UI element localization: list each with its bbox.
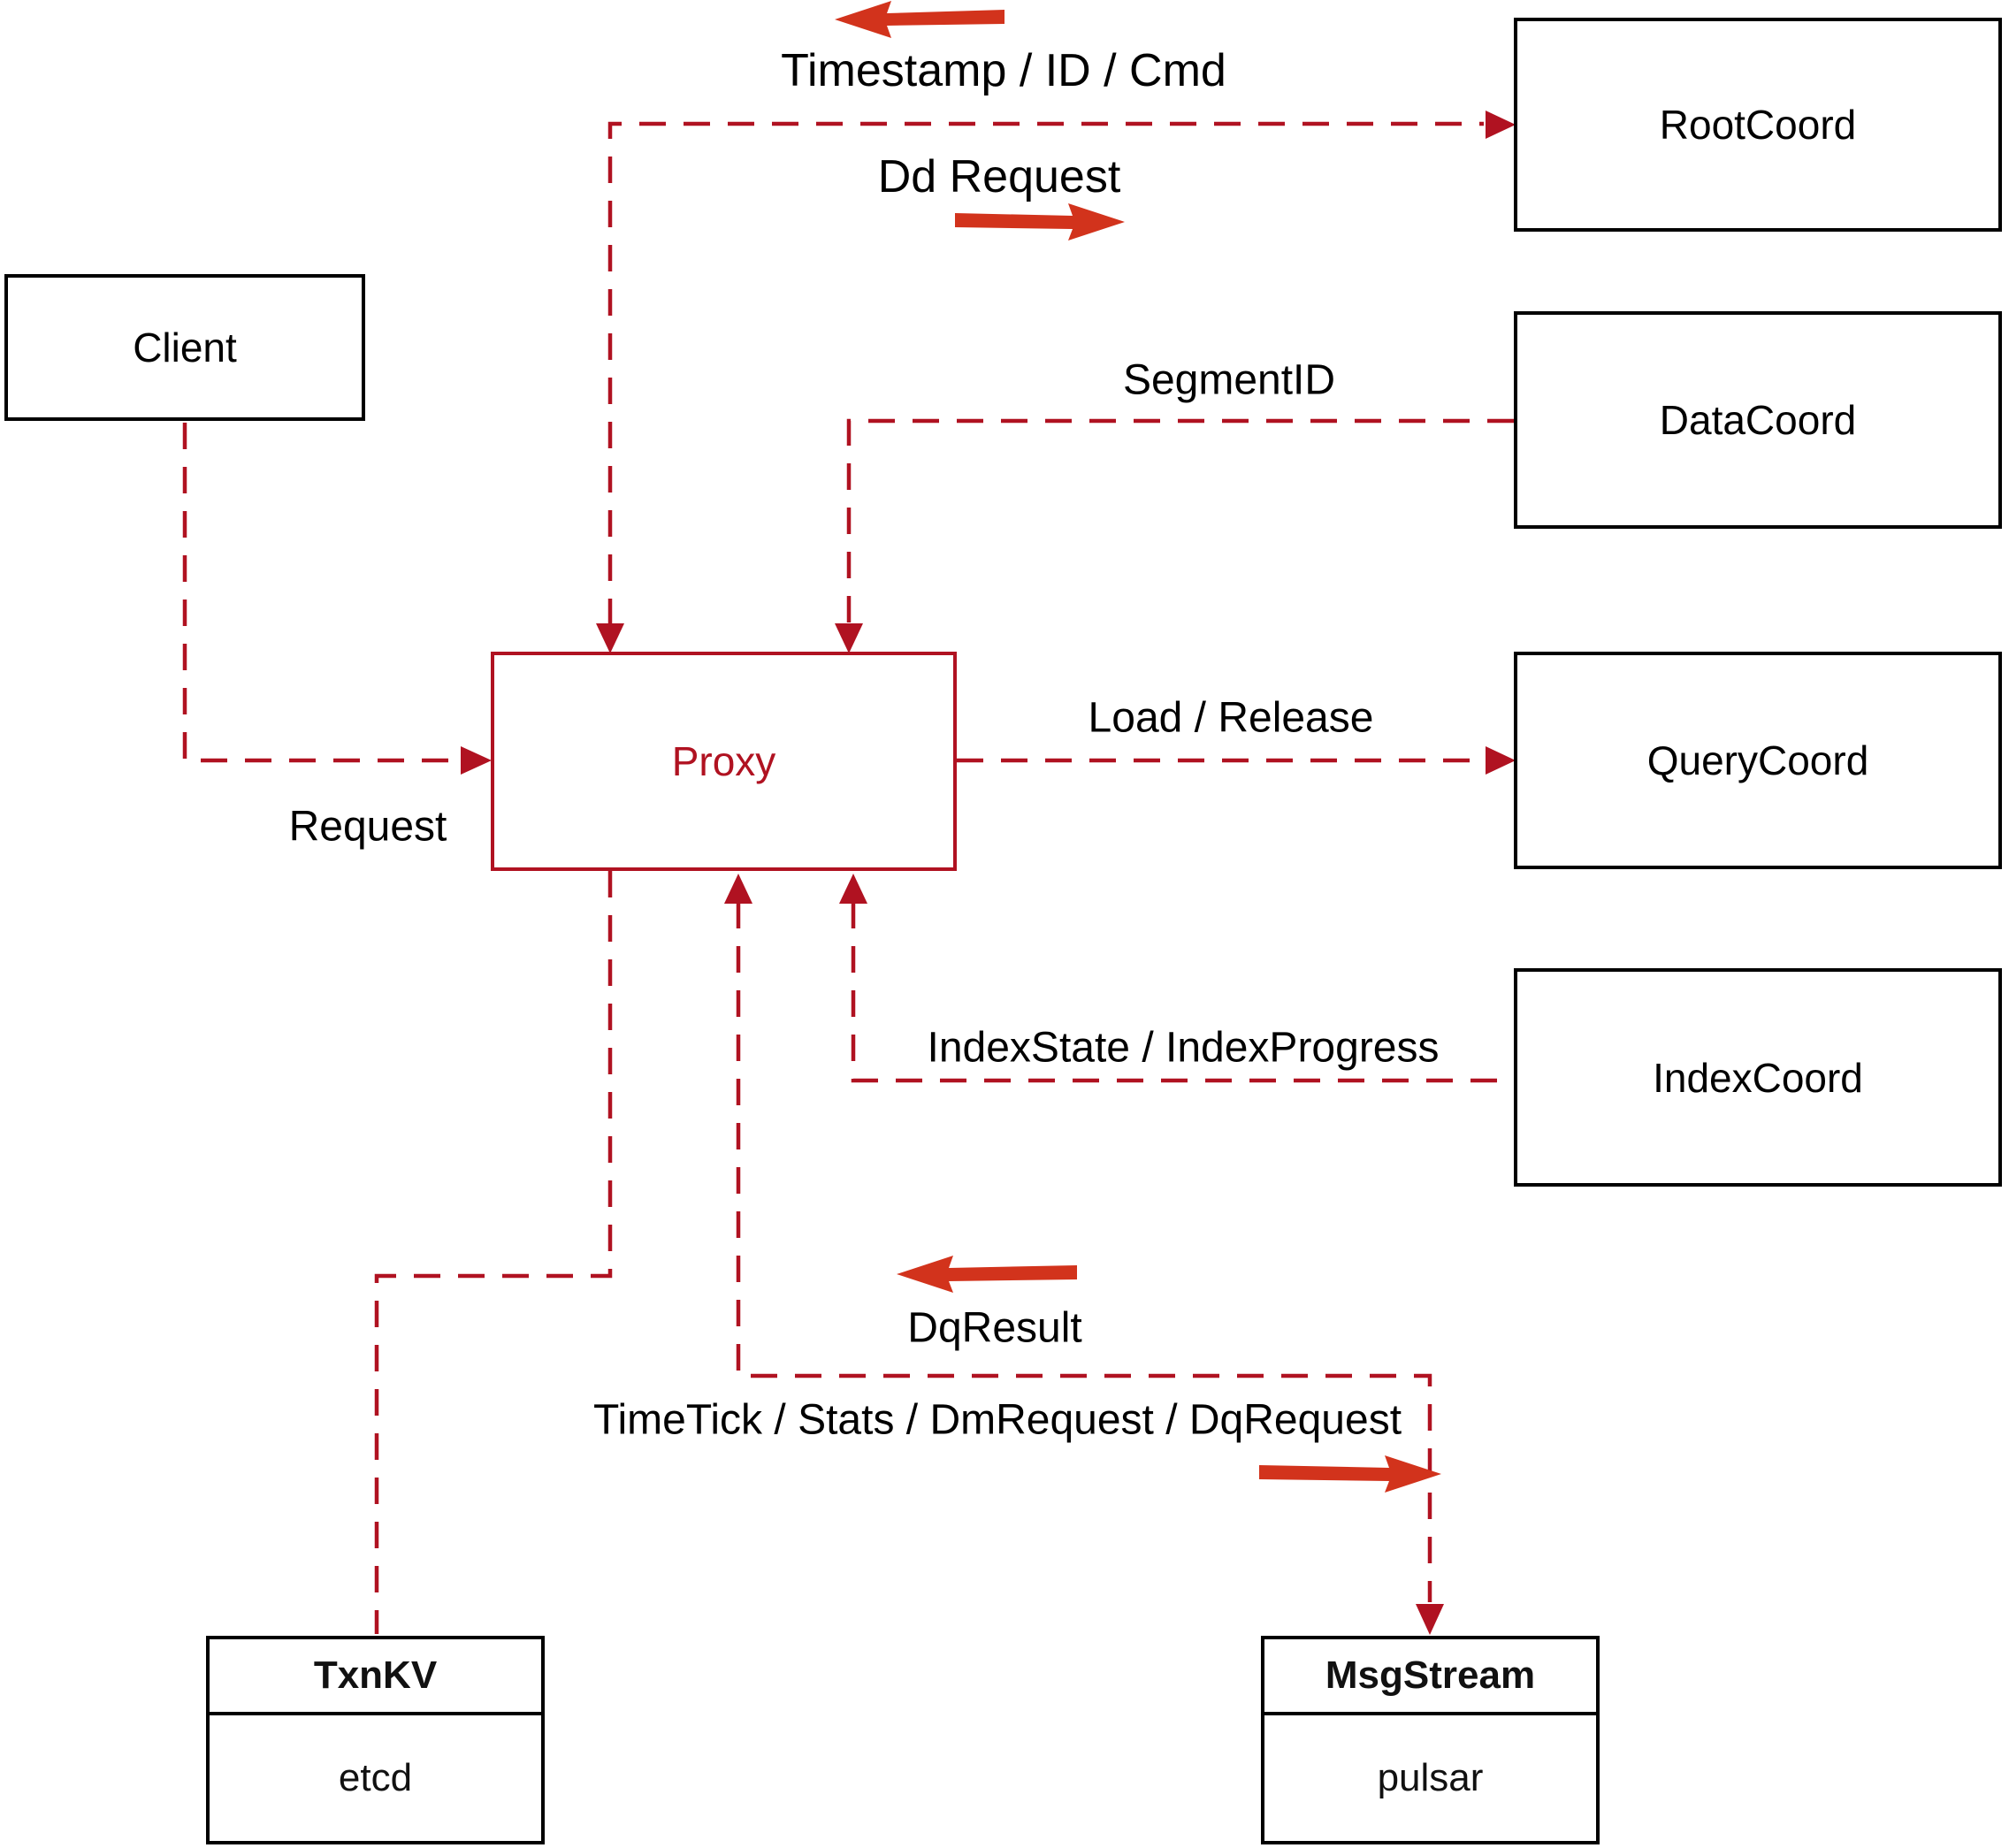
node-indexcoord-label: IndexCoord bbox=[1653, 1054, 1863, 1101]
node-msgstream-title: MsgStream bbox=[1264, 1639, 1596, 1715]
edge-proxy-rootcoord bbox=[607, 121, 1484, 625]
direction-arrow-left-timestamp bbox=[835, 1, 1004, 38]
node-datacoord-label: DataCoord bbox=[1659, 397, 1857, 443]
edge-label-load-release: Load / Release bbox=[1088, 694, 1374, 742]
direction-arrow-right-timetick bbox=[1259, 1455, 1441, 1493]
node-rootcoord-label: RootCoord bbox=[1659, 102, 1857, 148]
edge-datacoord-proxy bbox=[846, 418, 1514, 625]
arrowhead-into-proxy-left bbox=[461, 746, 492, 775]
arrowhead-into-rootcoord bbox=[1486, 111, 1516, 139]
arrowhead-into-proxy-bottom-msg bbox=[724, 874, 752, 904]
edge-proxy-msgstream bbox=[736, 902, 1432, 1602]
arrowhead-into-proxy-bottom-index bbox=[839, 874, 867, 904]
direction-arrow-left-dqresult bbox=[897, 1256, 1077, 1293]
edge-label-timetick-stats: TimeTick / Stats / DmRequest / DqRequest bbox=[592, 1396, 1402, 1444]
node-msgstream-subtitle: pulsar bbox=[1377, 1756, 1484, 1799]
node-client: Client bbox=[4, 274, 365, 421]
arrowhead-into-proxy-top-left bbox=[596, 623, 624, 653]
arrowhead-into-proxy-top-right bbox=[835, 623, 863, 653]
edge-label-dqresult: DqResult bbox=[907, 1304, 1082, 1352]
arrowhead-into-msgstream bbox=[1416, 1604, 1444, 1635]
node-proxy-label: Proxy bbox=[671, 738, 776, 784]
node-proxy: Proxy bbox=[491, 652, 957, 871]
edge-label-request: Request bbox=[288, 803, 447, 851]
node-datacoord: DataCoord bbox=[1514, 311, 2002, 529]
edge-client-proxy bbox=[182, 423, 461, 763]
node-txnkv-title: TxnKV bbox=[210, 1639, 541, 1715]
node-msgstream: MsgStream pulsar bbox=[1261, 1636, 1600, 1844]
edge-label-dd-request: Dd Request bbox=[877, 151, 1121, 202]
node-client-label: Client bbox=[133, 325, 237, 370]
edge-proxy-txnkv bbox=[374, 871, 613, 1634]
direction-arrow-right-dd-request bbox=[955, 203, 1125, 241]
edge-label-segmentid: SegmentID bbox=[1122, 356, 1336, 404]
node-txnkv: TxnKV etcd bbox=[206, 1636, 545, 1844]
arrowhead-into-querycoord bbox=[1486, 746, 1516, 775]
node-rootcoord: RootCoord bbox=[1514, 18, 2002, 232]
node-querycoord-label: QueryCoord bbox=[1646, 737, 1869, 783]
node-txnkv-subtitle: etcd bbox=[338, 1756, 413, 1799]
edge-label-indexstate-indexprogress: IndexState / IndexProgress bbox=[927, 1024, 1440, 1072]
node-indexcoord: IndexCoord bbox=[1514, 968, 2002, 1187]
edge-indexcoord-proxy bbox=[851, 902, 1514, 1083]
edge-label-timestamp-id-cmd: Timestamp / ID / Cmd bbox=[781, 45, 1226, 96]
node-querycoord: QueryCoord bbox=[1514, 652, 2002, 869]
